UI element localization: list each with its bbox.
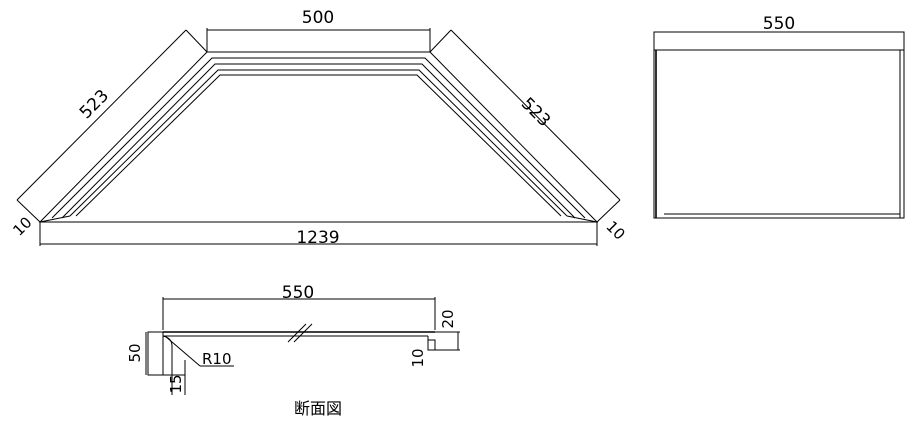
dim-bottom-label: 1239 — [296, 228, 339, 248]
rear-step — [427, 336, 436, 351]
section-width-label: 550 — [282, 283, 314, 303]
lip-label: 15 — [167, 374, 185, 393]
right-height-label: 20 — [439, 309, 457, 328]
front-lip — [147, 331, 164, 376]
height-label: 50 — [126, 343, 144, 362]
outline-inner-3 — [69, 69, 568, 217]
dim-right-edge-label: 10 — [602, 217, 628, 243]
section-caption: 断面図 — [294, 399, 342, 418]
radius-leader — [164, 335, 201, 367]
dim-top-label: 500 — [302, 8, 334, 28]
dim-left-slope-label: 523 — [76, 86, 113, 123]
top-view: 500 523 523 1239 10 10 — [9, 8, 628, 248]
outline-outer — [38, 51, 599, 223]
dim-line-right-slope — [450, 29, 621, 201]
dim-left-edge-label: 10 — [9, 213, 35, 239]
outline-inner-1 — [51, 57, 586, 219]
side-view: 550 — [653, 14, 905, 219]
side-outer — [653, 31, 905, 219]
outline-inner-4 — [75, 74, 562, 217]
break-mark — [287, 323, 307, 343]
dim-right-slope-label: 523 — [517, 94, 554, 131]
right-step-label: 10 — [409, 348, 427, 367]
dim-line-left-slope — [16, 29, 187, 201]
outline-inner-2 — [61, 63, 576, 219]
radius-label: R10 — [202, 350, 232, 368]
section-view: 550 R10 50 15 20 10 断面図 — [126, 283, 460, 418]
side-width-label: 550 — [763, 14, 795, 34]
